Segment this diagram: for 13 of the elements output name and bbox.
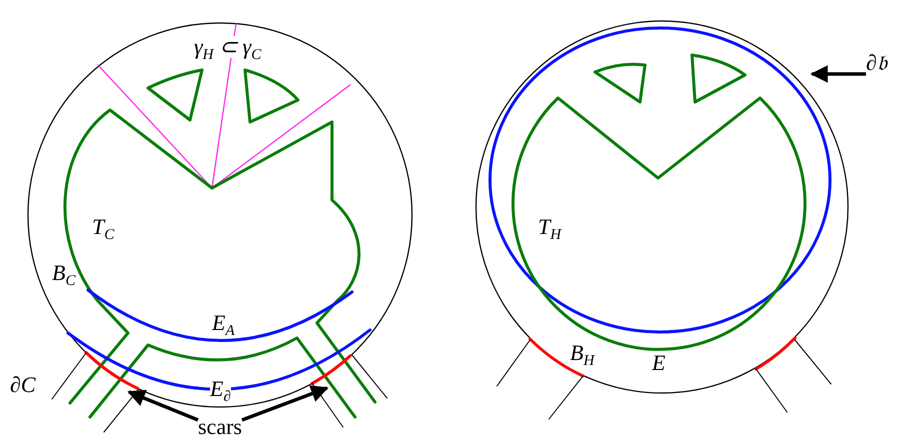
math-label: T$_{C}$ [92,216,114,238]
arrow [241,385,329,422]
math-label: B$_{H}$ [570,342,594,364]
annotation-label: scars [198,416,242,438]
math-label: ∂C [10,374,36,396]
arrow [810,65,866,83]
math-label: γ$_{H}$ ⊂ γ$_{C}$ [194,36,262,58]
math-label: E$_{A}$ [212,312,235,334]
arrow [127,390,199,422]
math-label: B$_{C}$ [52,262,76,284]
math-label: E [652,352,666,374]
math-label: T$_{H}$ [538,216,562,238]
annotation-label: ∂𝔟 [866,52,887,74]
